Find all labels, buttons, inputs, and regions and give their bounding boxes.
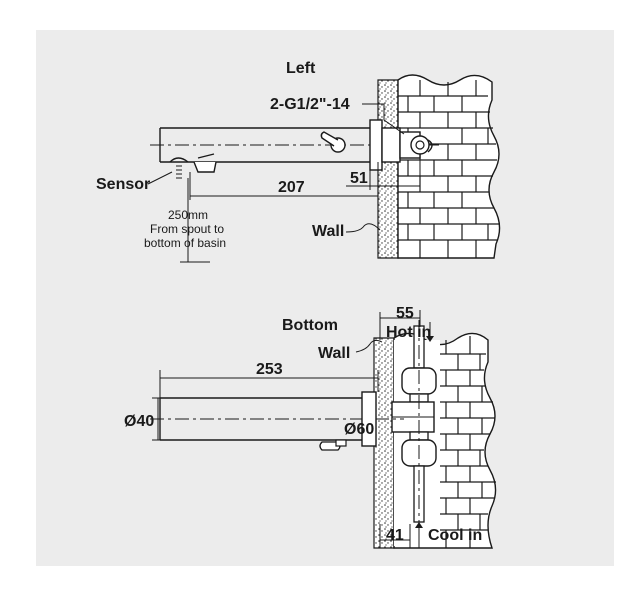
valve-cavity — [391, 320, 440, 546]
spout-outlet-icon — [193, 153, 217, 173]
sensor-label: Sensor — [96, 176, 150, 193]
thread-label: 2-G1/2"-14 — [270, 96, 350, 113]
top-dimensions — [147, 103, 421, 263]
dimension-41: 41 — [386, 527, 404, 544]
bottom-view-title: Bottom — [282, 317, 338, 334]
lever-handle-icon — [320, 131, 346, 153]
cool-in-label: Cool in — [428, 527, 482, 544]
basin-note-line-1: 250mm — [168, 208, 208, 222]
left-view: Left 2-G1/2"-14 Sensor 207 51 250mm From… — [96, 60, 501, 263]
bottom-lever-handle-icon — [319, 439, 347, 451]
dimension-207: 207 — [278, 179, 305, 196]
wall-label-bottom: Wall — [318, 345, 350, 362]
bottom-view: Bottom 55 Hot in Wall 253 Ø40 Ø60 41 Coo… — [124, 305, 497, 549]
diameter-60: Ø60 — [344, 421, 374, 438]
drawing-panel — [36, 30, 614, 566]
dimension-253: 253 — [256, 361, 283, 378]
top-brick-wall — [397, 74, 501, 259]
sensor-icon — [169, 157, 189, 179]
basin-note-line-3: bottom of basin — [144, 236, 226, 250]
wall-label-top: Wall — [312, 223, 344, 240]
hot-in-label: Hot in — [386, 324, 431, 341]
dimension-55: 55 — [396, 305, 414, 322]
diameter-40: Ø40 — [124, 413, 154, 430]
bottom-dimensions — [152, 310, 434, 548]
bottom-wall-plaster — [373, 337, 395, 549]
left-view-title: Left — [286, 60, 316, 77]
basin-note-line-2: From spout to — [150, 222, 224, 236]
top-wall-flange — [369, 119, 433, 171]
dimension-51: 51 — [350, 170, 368, 187]
